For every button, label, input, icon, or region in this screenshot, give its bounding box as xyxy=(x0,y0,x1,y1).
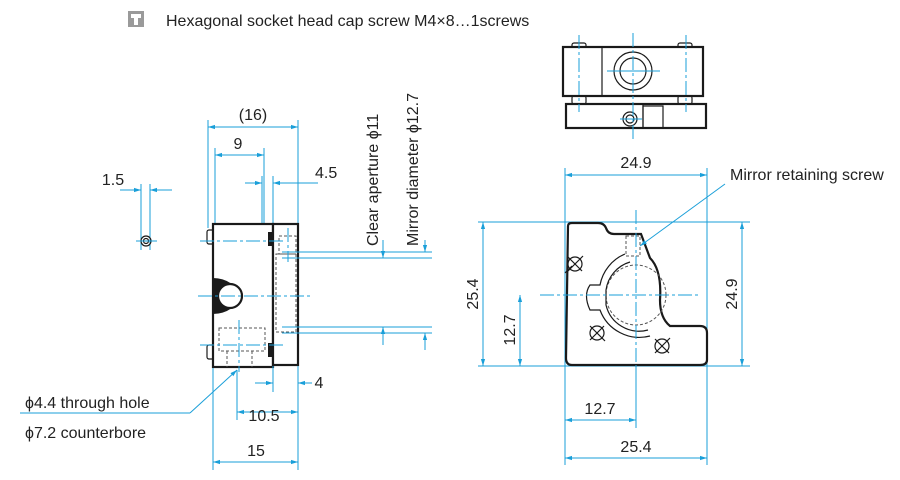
dim-10-5: 10.5 xyxy=(248,408,279,425)
dim-center-width-12-7: 12.7 xyxy=(584,401,615,418)
dim-9: 9 xyxy=(234,136,243,153)
dim-center-height-12-7: 12.7 xyxy=(502,314,519,345)
side-view xyxy=(20,120,432,470)
front-view xyxy=(478,168,750,465)
dim-1-5: 1.5 xyxy=(102,172,124,189)
through-hole-label: ϕ4.4 through hole xyxy=(25,395,150,412)
screw-icon xyxy=(128,11,144,27)
dim-15: 15 xyxy=(247,443,265,460)
header-note: Hexagonal socket head cap screw M4×8…1sc… xyxy=(166,13,529,30)
mirror-diameter-label: Mirror diameter ϕ12.7 xyxy=(405,93,422,246)
mirror-retaining-screw-label: Mirror retaining screw xyxy=(730,167,884,184)
dim-4: 4 xyxy=(315,375,324,392)
dim-4-5: 4.5 xyxy=(315,165,337,182)
counterbore-label: ϕ7.2 counterbore xyxy=(25,425,146,442)
dim-right-height-24-9: 24.9 xyxy=(724,278,741,309)
dim-bottom-width-25-4: 25.4 xyxy=(620,439,651,456)
top-view xyxy=(561,33,708,140)
clear-aperture-label: Clear aperture ϕ11 xyxy=(365,114,382,246)
dim-top-width-24-9: 24.9 xyxy=(620,155,651,172)
dim-overall-16: (16) xyxy=(239,107,267,124)
dim-left-height-25-4: 25.4 xyxy=(465,278,482,309)
